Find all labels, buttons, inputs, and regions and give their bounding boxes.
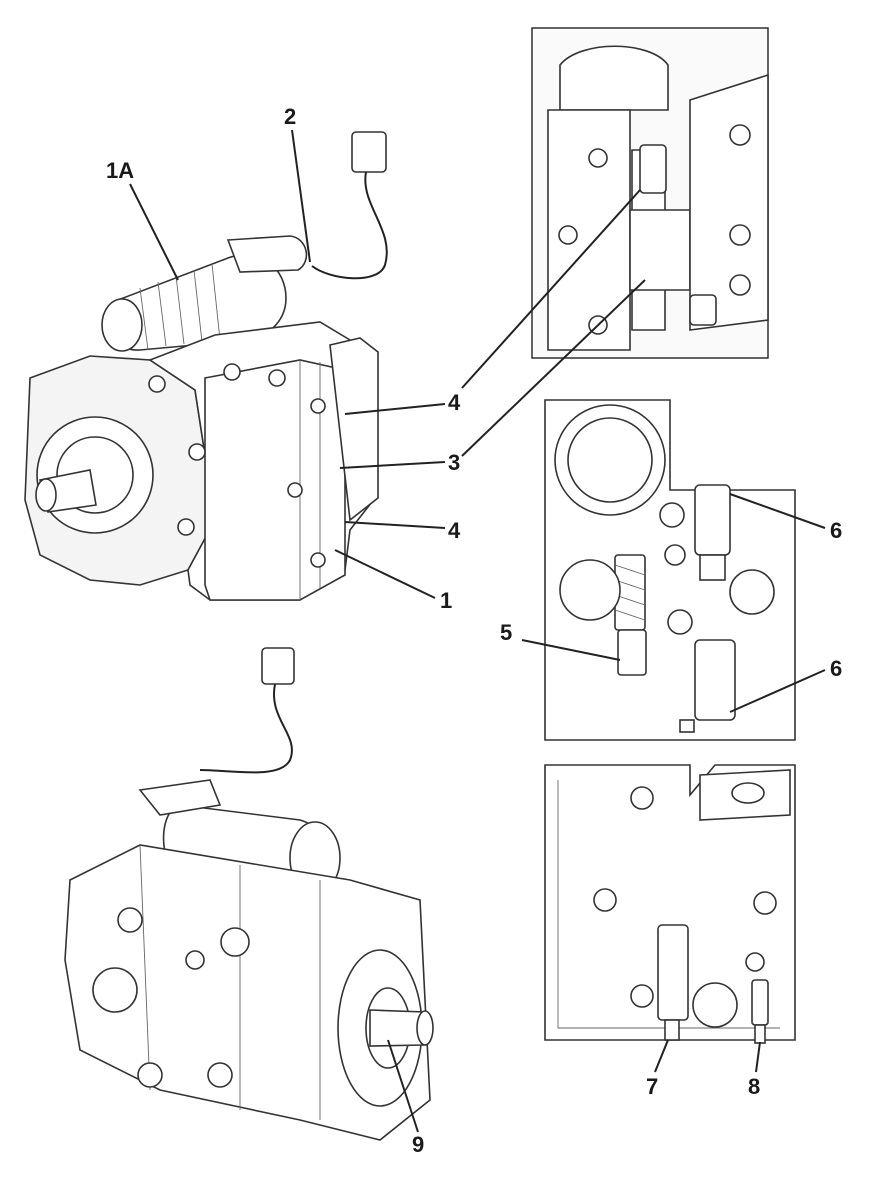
callout-8: 8 [748, 1074, 760, 1099]
leader-lines [129, 129, 826, 1133]
callout-labels: 1A 2 4 3 4 1 6 5 6 7 8 9 [106, 104, 842, 1157]
callout-7: 7 [646, 1074, 658, 1099]
cable-bottom-left [199, 683, 293, 774]
end-plate-bottom [544, 764, 796, 1041]
callout-5: 5 [500, 620, 512, 645]
connector-bottom-left [261, 647, 295, 685]
connector-top-left [351, 131, 387, 173]
cartridge-6-upper [694, 484, 731, 556]
photo-view-top-right [531, 27, 769, 359]
solenoid-coil-1A [101, 235, 308, 352]
callout-4-upper: 4 [448, 390, 461, 415]
callout-3: 3 [448, 450, 460, 475]
callout-1A: 1A [106, 158, 134, 183]
callout-1: 1 [440, 588, 452, 613]
cartridge-6-lower [694, 639, 736, 721]
cable-top-left [311, 171, 388, 280]
solenoid-valve-photo [639, 144, 667, 194]
callout-2: 2 [284, 104, 296, 129]
valve-housing-photo [547, 109, 631, 351]
callout-6-upper: 6 [830, 518, 842, 543]
pump-view-bottom-left [64, 647, 434, 1141]
pump-view-top-left [24, 131, 388, 601]
section-view-middle-right [544, 399, 796, 741]
callout-6-lower: 6 [830, 656, 842, 681]
side-view-bottom-right [544, 764, 796, 1044]
valve-8 [751, 979, 769, 1026]
callout-9: 9 [412, 1132, 424, 1157]
callout-4-lower: 4 [448, 518, 461, 543]
valve-7 [657, 924, 689, 1021]
